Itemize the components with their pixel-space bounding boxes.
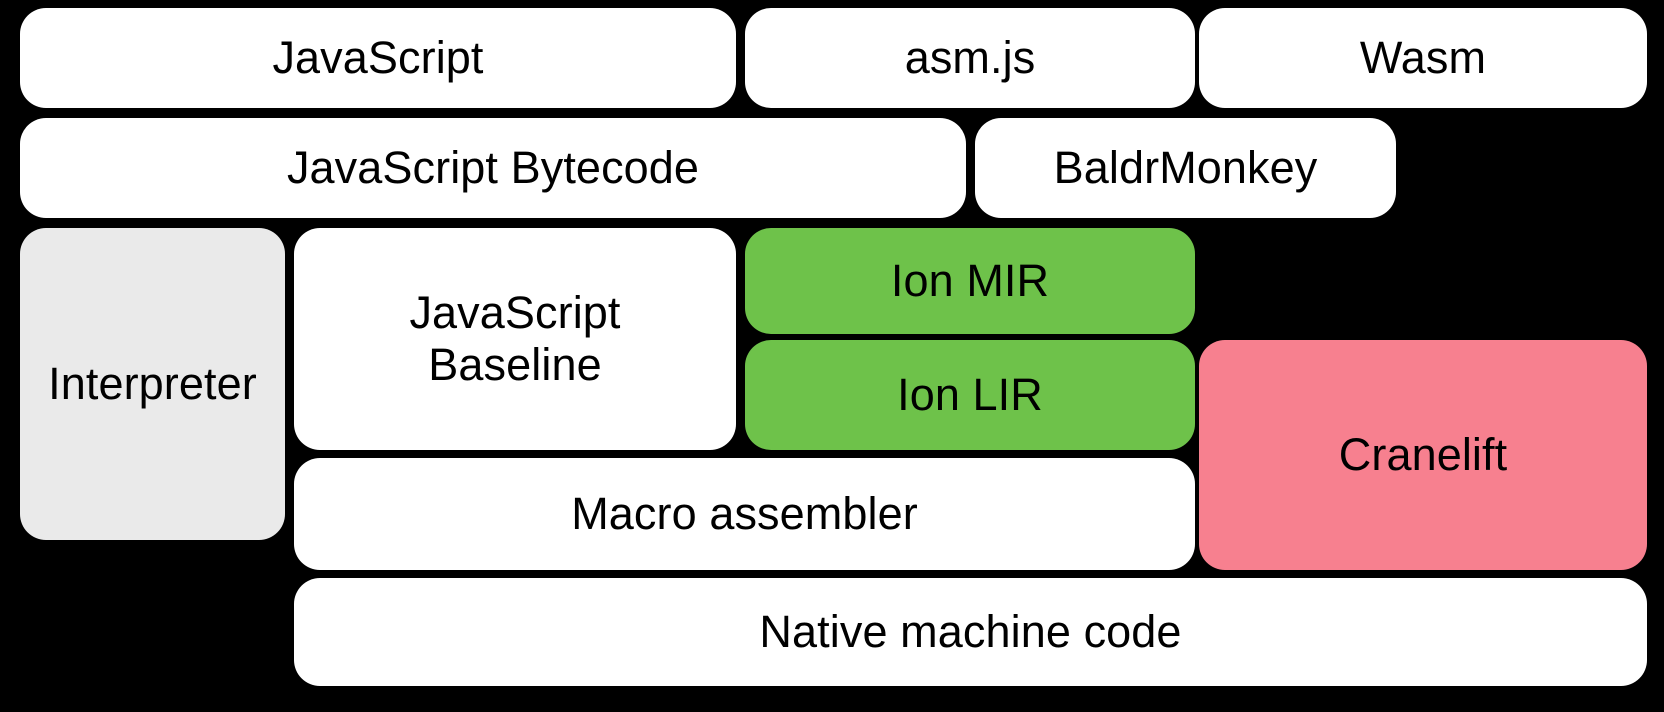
node-cranelift[interactable]: Cranelift <box>1199 340 1647 570</box>
node-label-javascript-baseline: JavaScript Baseline <box>409 287 621 390</box>
node-label-ion-lir: Ion LIR <box>897 369 1043 421</box>
node-label-native-machine-code: Native machine code <box>759 606 1182 658</box>
node-ion-mir[interactable]: Ion MIR <box>745 228 1195 334</box>
node-label-asm-js: asm.js <box>904 32 1036 84</box>
node-label-baldrmonkey: BaldrMonkey <box>1053 142 1318 194</box>
node-wasm[interactable]: Wasm <box>1199 8 1647 108</box>
node-interpreter[interactable]: Interpreter <box>20 228 285 540</box>
node-label-javascript: JavaScript <box>272 32 484 84</box>
node-label-ion-mir: Ion MIR <box>890 255 1050 307</box>
node-ion-lir[interactable]: Ion LIR <box>745 340 1195 450</box>
node-label-javascript-bytecode: JavaScript Bytecode <box>286 142 700 194</box>
node-asm-js[interactable]: asm.js <box>745 8 1195 108</box>
node-javascript-bytecode[interactable]: JavaScript Bytecode <box>20 118 966 218</box>
node-native-machine-code[interactable]: Native machine code <box>294 578 1647 686</box>
node-label-cranelift: Cranelift <box>1338 429 1508 481</box>
node-baldrmonkey[interactable]: BaldrMonkey <box>975 118 1396 218</box>
node-label-wasm: Wasm <box>1359 32 1487 84</box>
node-macro-assembler[interactable]: Macro assembler <box>294 458 1195 570</box>
node-label-macro-assembler: Macro assembler <box>571 488 918 540</box>
node-label-interpreter: Interpreter <box>48 358 257 410</box>
node-javascript-baseline[interactable]: JavaScript Baseline <box>294 228 736 450</box>
node-javascript[interactable]: JavaScript <box>20 8 736 108</box>
